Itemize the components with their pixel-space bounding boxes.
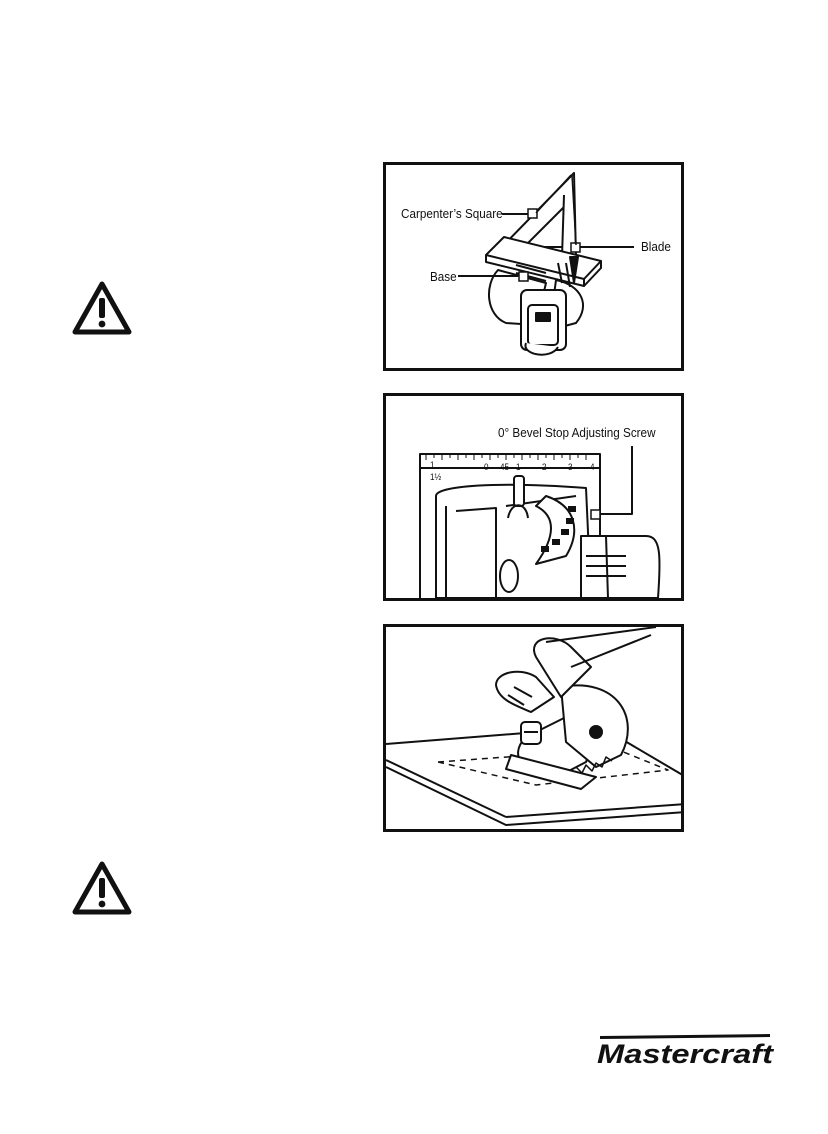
mastercraft-logo: Mastercraft — [594, 1030, 776, 1070]
scale-mark-4: 4 — [590, 462, 595, 472]
label-base: Base — [430, 269, 457, 284]
label-carpenters-square: Carpenter’s Square — [401, 206, 503, 221]
figure-square-check: Carpenter’s Square Blade Base — [383, 162, 684, 371]
scale-mark-1: 1 — [430, 460, 435, 470]
scale-mark-3: 3 — [568, 462, 573, 472]
scale-mark-1b: 1 — [516, 462, 521, 472]
scale-mark-45: 45 — [500, 462, 509, 472]
scale-mark-one-half: 1½ — [430, 472, 441, 482]
figure-cutting — [383, 624, 684, 832]
warning-triangle-icon — [72, 281, 132, 335]
label-bevel-stop-screw: 0° Bevel Stop Adjusting Screw — [498, 425, 656, 440]
warning-triangle-icon — [72, 861, 132, 915]
cutting-illustration — [386, 627, 681, 829]
scale-mark-0: 0 — [484, 462, 489, 472]
label-blade: Blade — [641, 239, 671, 254]
scale-mark-2: 2 — [542, 462, 547, 472]
saw-square-illustration — [386, 165, 681, 368]
figure-bevel-stop: 0° Bevel Stop Adjusting Screw 1 0 45 1 2… — [383, 393, 684, 601]
svg-text:Mastercraft: Mastercraft — [597, 1039, 774, 1069]
